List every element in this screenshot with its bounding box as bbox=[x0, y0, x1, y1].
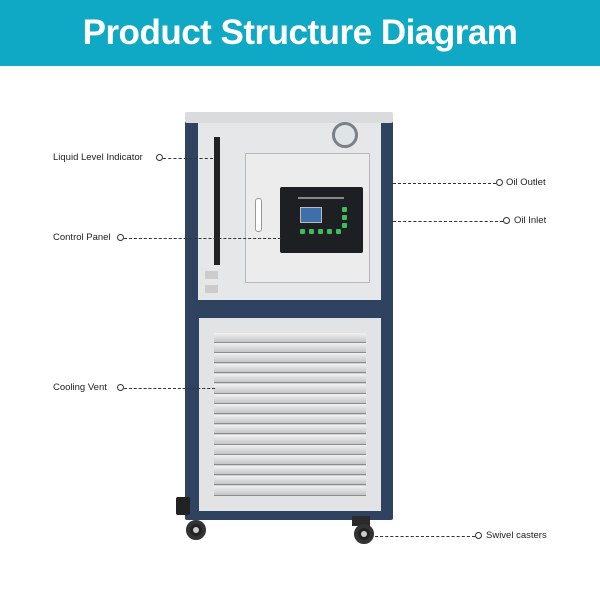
label-control-panel: Control Panel bbox=[53, 232, 111, 243]
louver-slat bbox=[214, 455, 366, 465]
callout-line bbox=[163, 158, 213, 159]
callout-dot bbox=[503, 217, 510, 224]
louver-slat bbox=[214, 424, 366, 435]
label-swivel-casters: Swivel casters bbox=[486, 530, 547, 541]
control-panel-display bbox=[280, 187, 363, 253]
lcd-screen bbox=[300, 207, 322, 223]
louver-slat bbox=[214, 404, 366, 414]
callout-dot bbox=[496, 179, 503, 186]
callout-line bbox=[124, 388, 215, 389]
louver-slat bbox=[214, 414, 366, 425]
louver-slat bbox=[214, 363, 366, 374]
callout-dot bbox=[156, 154, 163, 161]
caster-brake bbox=[176, 497, 190, 515]
machine-top-cap bbox=[185, 112, 393, 123]
callout-line bbox=[375, 536, 475, 537]
callout-dot bbox=[117, 384, 124, 391]
label-liquid-level-indicator: Liquid Level Indicator bbox=[53, 152, 143, 163]
louver-slat bbox=[214, 435, 366, 445]
caster-wheel-icon bbox=[354, 524, 374, 544]
callout-line bbox=[393, 183, 496, 184]
caster-mount bbox=[352, 516, 370, 526]
callout-dot bbox=[117, 234, 124, 241]
louver-slat bbox=[214, 465, 366, 476]
callout-dot bbox=[475, 532, 482, 539]
louver-slat bbox=[214, 353, 366, 363]
louver-slat bbox=[214, 475, 366, 486]
warning-sticker bbox=[205, 285, 218, 293]
louver-slat bbox=[214, 343, 366, 353]
warning-sticker bbox=[205, 271, 218, 279]
louver-slat bbox=[214, 333, 366, 343]
liquid-level-window bbox=[214, 137, 220, 265]
louver-slat bbox=[214, 445, 366, 455]
label-oil-outlet: Oil Outlet bbox=[506, 177, 546, 188]
label-cooling-vent: Cooling Vent bbox=[53, 382, 107, 393]
callout-line bbox=[124, 238, 281, 239]
louver-slat bbox=[214, 373, 366, 384]
caster-wheel-icon bbox=[186, 520, 206, 540]
callout-line bbox=[393, 221, 503, 222]
door-handle bbox=[255, 198, 262, 232]
label-oil-inlet: Oil Inlet bbox=[514, 215, 547, 226]
louver-slat bbox=[214, 384, 366, 394]
header-banner: Product Structure Diagram bbox=[0, 0, 600, 66]
louver-slat bbox=[214, 394, 366, 404]
cooling-vent-grille bbox=[214, 333, 366, 496]
page-title: Product Structure Diagram bbox=[82, 13, 518, 52]
pressure-gauge-icon bbox=[332, 122, 358, 148]
louver-slat bbox=[214, 486, 366, 496]
